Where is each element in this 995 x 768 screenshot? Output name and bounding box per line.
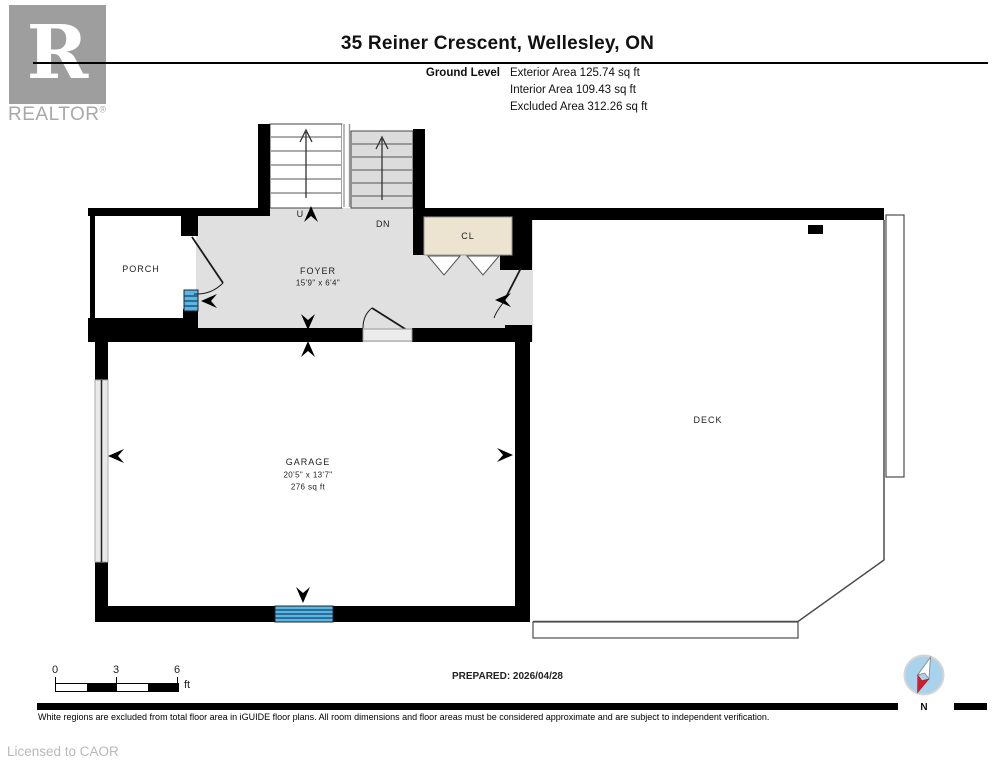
- compass-rose: N: [898, 648, 954, 714]
- compass-circle: [903, 654, 945, 696]
- scale-segment: [86, 684, 117, 691]
- room-label-porch: PORCH: [122, 264, 160, 274]
- bifold-door: [426, 255, 462, 276]
- arrow-garage-window: [296, 587, 310, 603]
- level-label: Ground Level: [425, 67, 500, 79]
- deck-bottom-step: [532, 621, 799, 639]
- door-threshold: [362, 328, 413, 342]
- stairs-down-label: DN: [376, 219, 390, 229]
- wall-segment: [413, 129, 425, 210]
- compass-north-label: N: [920, 702, 927, 713]
- room-label-garage: GARAGE: [285, 457, 331, 467]
- stair-divider-gap: [342, 124, 351, 208]
- scale-tick-0: 0: [51, 664, 59, 676]
- wall-segment: [333, 606, 530, 622]
- scale-bar-frame: [55, 683, 179, 692]
- wall-segment: [88, 208, 270, 216]
- wall-segment: [181, 209, 198, 236]
- scale-tick-3: 3: [112, 664, 120, 676]
- needle-south: [916, 655, 932, 681]
- front-door-leaf: [191, 236, 224, 284]
- scale-segment: [117, 684, 148, 691]
- room-area-garage: 276 sq ft: [290, 482, 326, 492]
- deck-post: [808, 225, 823, 234]
- footer-divider-bar: [37, 703, 987, 710]
- exterior-area: Exterior Area 125.74 sq ft: [510, 67, 640, 79]
- walls: [88, 124, 884, 622]
- porch-window: [183, 289, 199, 312]
- excluded-area: Excluded Area 312.26 sq ft: [510, 101, 648, 113]
- realtor-logo: R: [9, 5, 106, 104]
- compass-graphic: N: [898, 648, 954, 714]
- wall-segment: [95, 328, 363, 342]
- room-dims-foyer: 15'9" x 6'4": [295, 278, 341, 288]
- page-title: 35 Reiner Crescent, Wellesley, ON: [340, 33, 655, 54]
- stair-up-direction-arrow: [299, 128, 313, 198]
- scale-unit: ft: [184, 679, 191, 691]
- garage-entry-door-arc: [362, 307, 373, 329]
- realtor-logo-letter: R: [26, 10, 89, 96]
- needle-north: [917, 674, 930, 694]
- wall-segment: [258, 124, 270, 210]
- license-text: Licensed to CAOR: [7, 744, 119, 759]
- room-label-foyer: FOYER: [299, 266, 337, 276]
- realtor-logo-wordmark: REALTOR®: [8, 104, 107, 126]
- arrow-garage-right: [497, 448, 513, 462]
- deck-outline: [532, 214, 905, 639]
- window-bars: [275, 609, 333, 619]
- stairs-up-label: U: [296, 209, 304, 219]
- prepared-date: PREPARED: 2026/04/28: [452, 671, 563, 682]
- garage-entry-door-leaf: [371, 307, 411, 333]
- room-dims-garage: 20'5" x 13'7": [283, 470, 333, 480]
- stair-down-direction-arrow: [375, 135, 389, 200]
- wall-segment: [95, 328, 108, 380]
- scale-tick-mark: [55, 677, 56, 684]
- entry-arrows: [108, 206, 513, 603]
- arrow-garage-up: [301, 341, 315, 357]
- scale-bar: 0 3 6 ft: [50, 664, 220, 694]
- closet-area: [423, 216, 513, 256]
- room-label-closet: CL: [461, 231, 475, 241]
- garage-window: [274, 605, 334, 623]
- arrow-deck-door: [495, 293, 511, 307]
- realtor-word: REALTOR: [8, 104, 100, 125]
- interior-area: Interior Area 109.43 sq ft: [510, 84, 636, 96]
- closet-bifold-doors: [426, 255, 501, 276]
- registered-mark: ®: [99, 104, 107, 115]
- scale-segment: [147, 684, 178, 691]
- staircase-down: [350, 130, 414, 209]
- arrow-foyer-down: [301, 314, 315, 330]
- wall-segment: [95, 606, 275, 622]
- arrow-garage-door: [108, 449, 124, 463]
- front-door-arc: [193, 282, 224, 295]
- wall-segment: [515, 328, 530, 622]
- wall-segment: [413, 208, 425, 255]
- garage-door: [94, 379, 109, 563]
- arrow-stairs-up: [304, 206, 318, 222]
- wall-segment: [412, 328, 530, 342]
- scale-tick-mark: [177, 677, 178, 684]
- room-label-deck: DECK: [693, 415, 723, 425]
- window-bars: [184, 295, 198, 307]
- bifold-door: [465, 255, 501, 276]
- wall-segment: [90, 214, 95, 320]
- deck-side-step: [885, 214, 905, 478]
- stair-divider-lines: [343, 124, 351, 207]
- scale-tick-6: 6: [173, 664, 181, 676]
- staircase-up: [269, 123, 343, 209]
- deck-door-arc: [493, 302, 504, 319]
- compass-needle: [916, 655, 932, 694]
- arrow-porch-window: [201, 294, 217, 308]
- scale-segment: [56, 684, 87, 691]
- scale-tick-mark: [116, 677, 117, 684]
- header-divider-line: [33, 62, 988, 64]
- disclaimer-text: White regions are excluded from total fl…: [38, 712, 770, 722]
